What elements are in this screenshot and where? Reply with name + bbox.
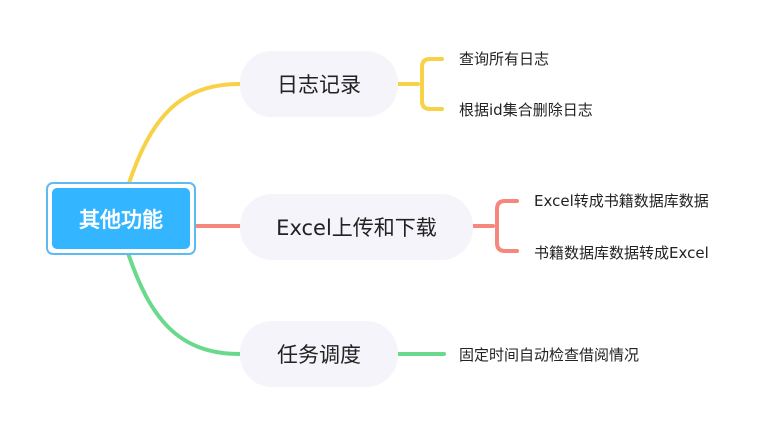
connector-root-branch-1 (126, 82, 242, 188)
bracket-branch-1 (396, 57, 444, 111)
branch-node-scheduler[interactable]: 任务调度 (240, 321, 398, 387)
branch-node-log[interactable]: 日志记录 (240, 51, 398, 117)
leaf-node-delete-logs-by-ids[interactable]: 根据id集合删除日志 (459, 101, 593, 119)
leaf-node-auto-check-borrowing[interactable]: 固定时间自动检查借阅情况 (459, 346, 640, 364)
connector-root-branch-3 (126, 251, 242, 356)
bracket-branch-2 (471, 199, 519, 253)
leaf-node-excel-to-db[interactable]: Excel转成书籍数据库数据 (534, 192, 709, 210)
root-node[interactable]: 其他功能 (52, 188, 190, 249)
leaf-node-db-to-excel[interactable]: 书籍数据库数据转成Excel (534, 244, 709, 262)
branch-node-excel[interactable]: Excel上传和下载 (240, 194, 473, 260)
leaf-node-query-all-logs[interactable]: 查询所有日志 (459, 50, 550, 68)
